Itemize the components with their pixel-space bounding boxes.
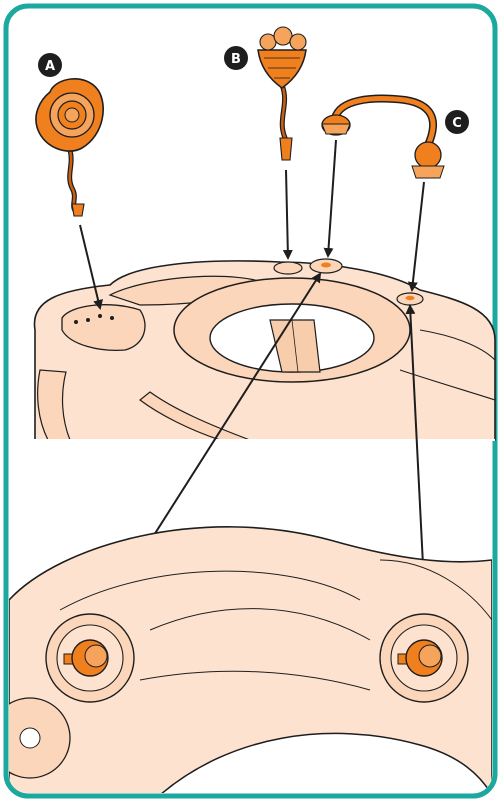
peg-right-cap — [419, 645, 441, 667]
callout-b-label: B — [231, 52, 241, 67]
peg-left-cap — [85, 645, 107, 667]
peg-hole — [86, 318, 90, 322]
toy-c-right-cap — [415, 142, 441, 168]
peg-hole — [74, 320, 78, 324]
peg-hole — [98, 314, 102, 318]
toy-c-left-foot — [322, 124, 350, 134]
tray-peg-b — [274, 262, 302, 274]
callout-c-label: C — [452, 116, 462, 131]
toy-a-peg — [72, 204, 84, 216]
toy-b-ball — [290, 34, 306, 50]
detail-left-ring-inner — [20, 728, 40, 748]
tray-peg-c-left-hole — [321, 263, 331, 268]
peg-hole — [110, 316, 114, 320]
tray-peg-c-right-hole — [406, 296, 415, 300]
toy-b-peg — [280, 138, 292, 160]
detail-view — [0, 527, 492, 795]
callout-a-label: A — [45, 59, 55, 74]
toy-c-right-foot — [412, 166, 444, 178]
toy-b-ball — [274, 27, 292, 45]
toy-a-spiral-inner — [65, 108, 79, 122]
